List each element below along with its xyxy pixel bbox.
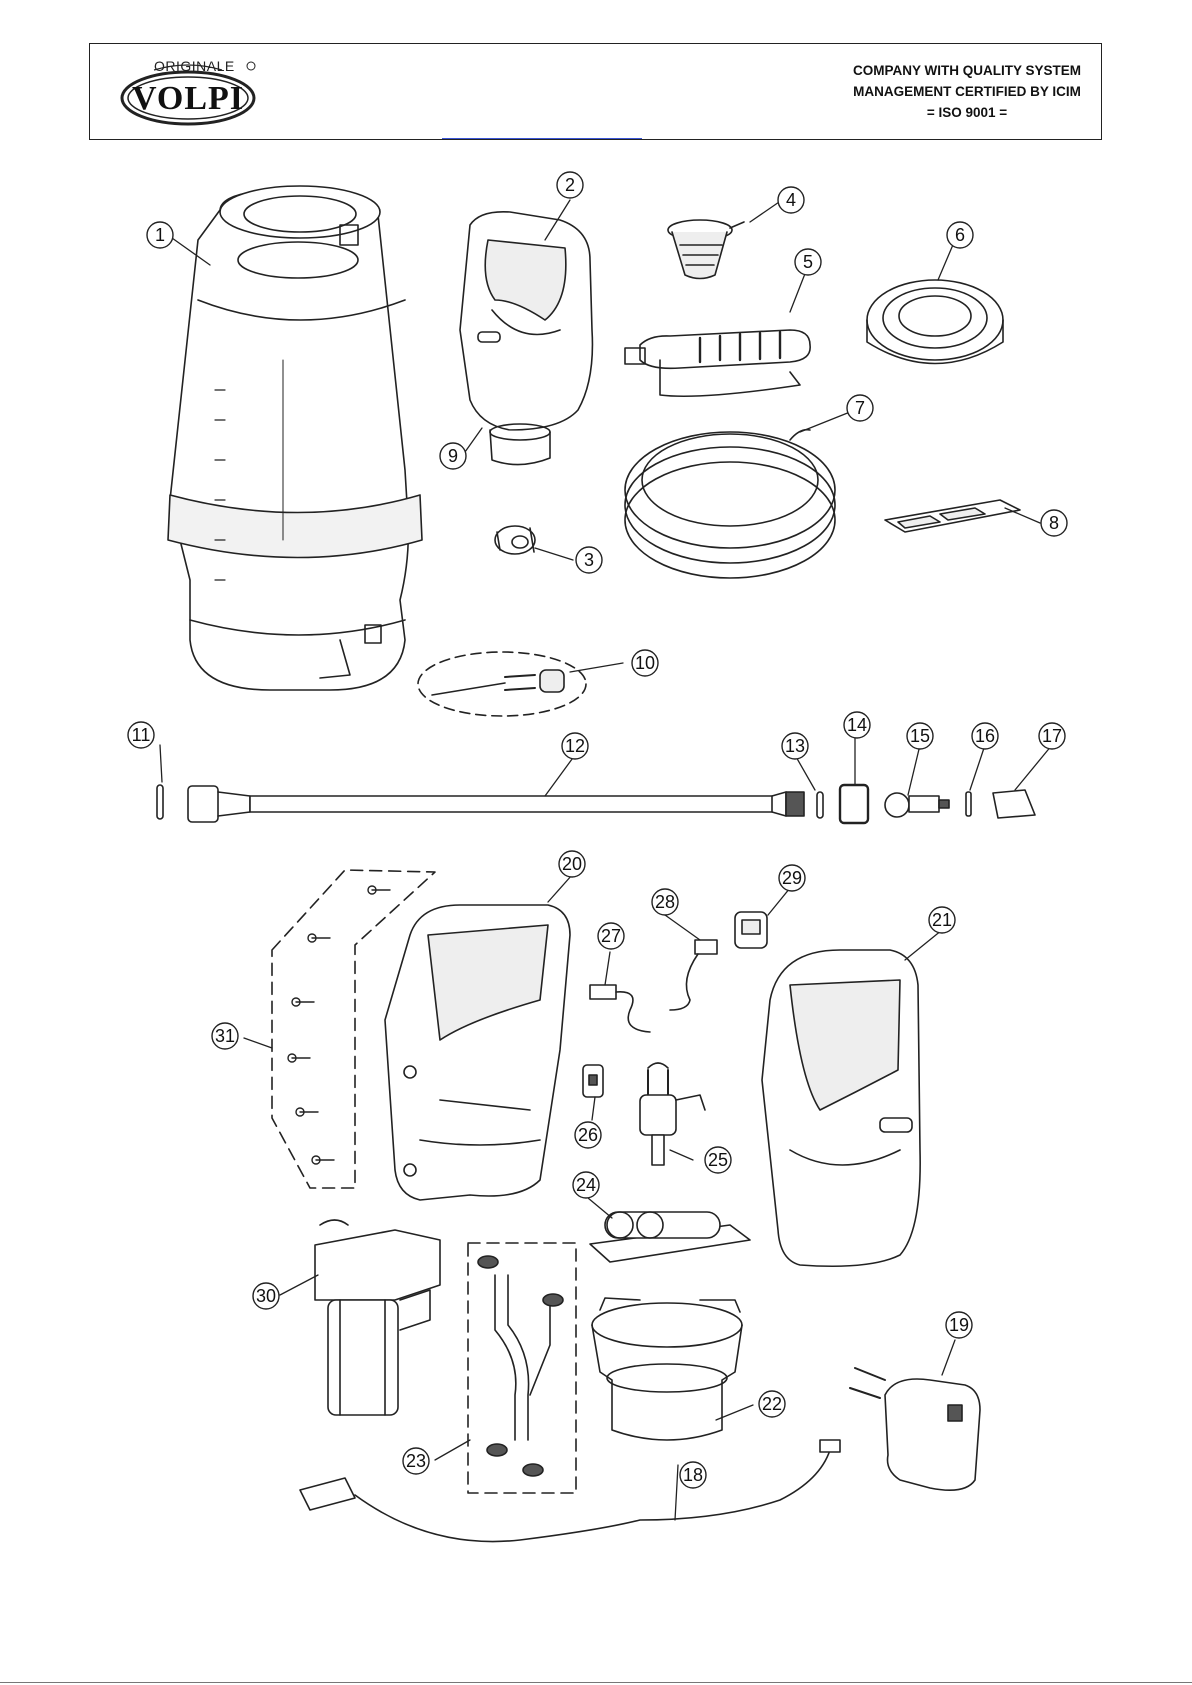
callout-30: 30 (256, 1286, 276, 1306)
part-2-handle-top (460, 212, 592, 465)
part-19-charger (850, 1368, 980, 1490)
callout-17: 17 (1042, 726, 1062, 746)
part-20-handle-half-left (385, 905, 570, 1200)
callout-27: 27 (601, 926, 621, 946)
part-29-clip (735, 912, 767, 948)
callout-14: 14 (847, 715, 867, 735)
part-3-nut (495, 526, 535, 554)
part-23-tube-kit (468, 1243, 576, 1493)
callout-2: 2 (565, 175, 575, 195)
callout-20: 20 (562, 854, 582, 874)
callout-16: 16 (975, 726, 995, 746)
part-25-pressure-switch (640, 1063, 705, 1165)
part-6-strap-coil (867, 280, 1003, 364)
callout-9: 9 (448, 446, 458, 466)
part-11-ring (157, 785, 163, 819)
callout-10: 10 (635, 653, 655, 673)
part-12-lance (188, 786, 804, 822)
callout-1: 1 (155, 225, 165, 245)
part-10-valve-kit (418, 652, 586, 716)
callout-19: 19 (949, 1315, 969, 1335)
part-4-filter (668, 220, 744, 279)
part-7-hose-coil (625, 430, 835, 578)
callout-13: 13 (785, 736, 805, 756)
part-13-ring (817, 792, 823, 818)
callout-6: 6 (955, 225, 965, 245)
callout-12: 12 (565, 736, 585, 756)
part-18-usb-cable (300, 1440, 840, 1542)
callout-18: 18 (683, 1465, 703, 1485)
callout-23: 23 (406, 1451, 426, 1471)
part-24-battery-pack (590, 1212, 750, 1262)
callout-29: 29 (782, 868, 802, 888)
part-16-washer (966, 792, 971, 816)
part-26-connector (583, 1065, 603, 1097)
part-28-wiring (670, 940, 717, 1010)
callout-11: 11 (132, 725, 151, 745)
callout-4: 4 (786, 190, 796, 210)
part-14-nut (840, 785, 868, 823)
callout-28: 28 (655, 892, 675, 912)
callout-24: 24 (576, 1175, 596, 1195)
part-30-motor-pump (315, 1220, 440, 1415)
callout-31: 31 (215, 1026, 235, 1046)
part-15-nozzle (885, 793, 949, 817)
part-5-spray-gun (625, 330, 810, 396)
part-21-handle-half-right (762, 950, 920, 1266)
callout-5: 5 (803, 252, 813, 272)
callout-26: 26 (578, 1125, 598, 1145)
callout-15: 15 (910, 726, 930, 746)
callout-7: 7 (855, 398, 865, 418)
part-8-pad (885, 500, 1020, 532)
callout-3: 3 (584, 550, 594, 570)
part-17-cap (993, 790, 1035, 818)
callout-25: 25 (708, 1150, 728, 1170)
callout-22: 22 (762, 1394, 782, 1414)
callout-8: 8 (1049, 513, 1059, 533)
bottom-rule (0, 1682, 1192, 1683)
callout-21: 21 (932, 910, 952, 930)
part-27-wiring (590, 985, 650, 1032)
